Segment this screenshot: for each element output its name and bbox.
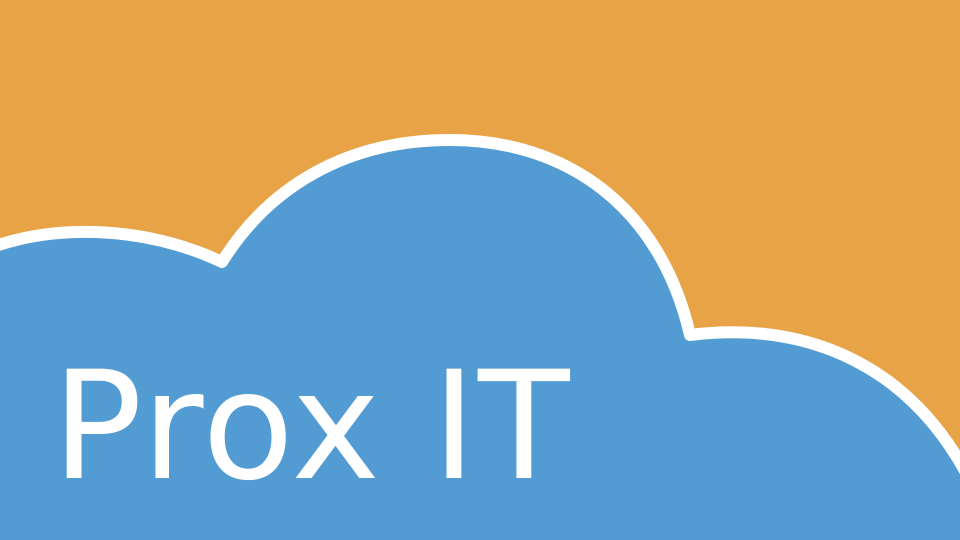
cloud-outline-shape xyxy=(0,134,960,540)
slide-title: Prox IT xyxy=(52,340,572,514)
